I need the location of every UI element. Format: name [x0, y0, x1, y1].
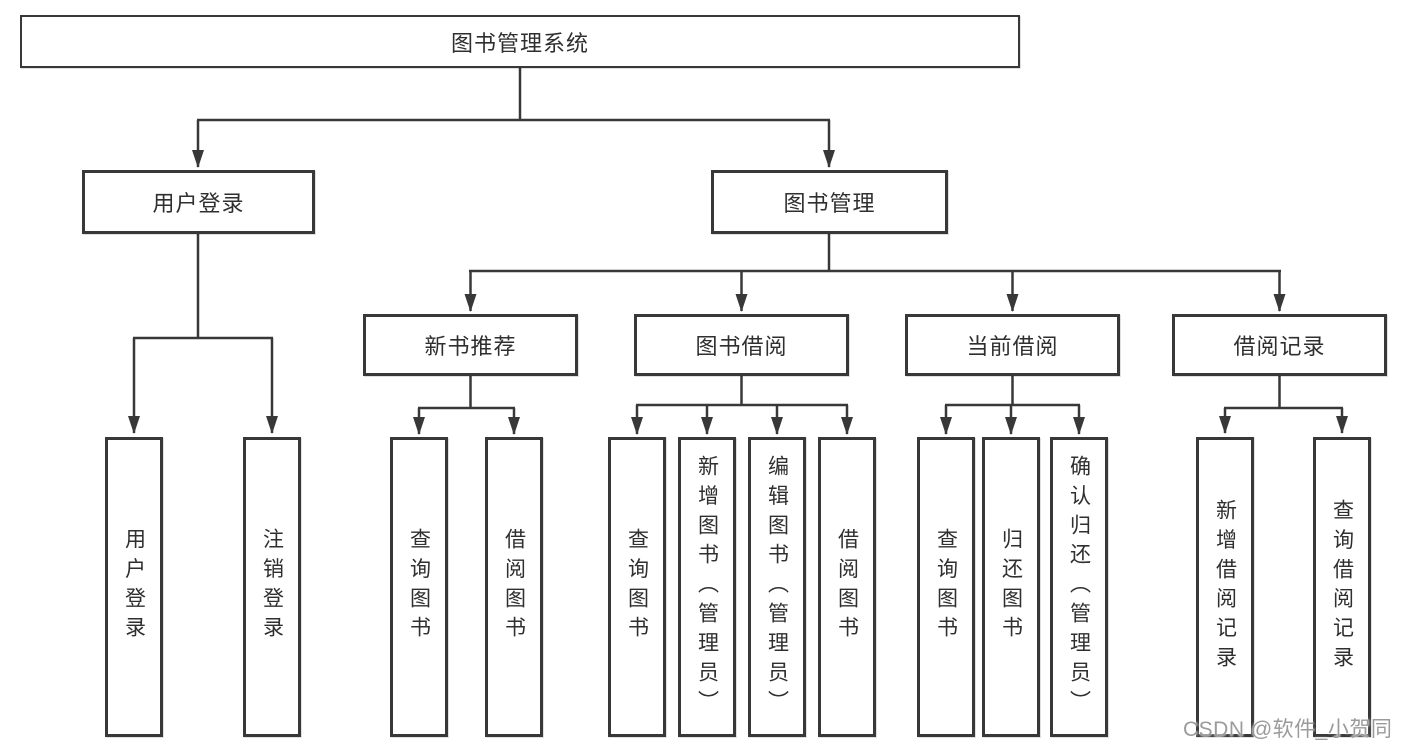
node-label: 图书管理系统 [450, 30, 589, 56]
node-borrowing-records: 借阅记录 [1172, 314, 1387, 376]
leaf-search-borrow-record: 查询借阅记录 [1313, 437, 1371, 737]
csdn-watermark: CSDN @软件_小贺同学 [1183, 718, 1393, 741]
leaf-label: 查询图书 [934, 528, 958, 646]
node-label: 用户登录 [152, 191, 245, 216]
leaf-confirm-return-admin: 确认归还（管理员） [1050, 437, 1108, 737]
leaf-label: 查询借阅记录 [1330, 498, 1354, 676]
node-label: 新书推荐 [424, 334, 517, 359]
node-library-management-system: 图书管理系统 [20, 15, 1020, 68]
leaf-add-books-admin: 新增图书（管理员） [678, 437, 736, 737]
leaf-user-login: 用户登录 [105, 437, 163, 737]
node-label: 图书管理 [783, 191, 876, 216]
leaf-search-books-current: 查询图书 [917, 437, 975, 737]
leaf-label: 确认归还（管理员） [1067, 454, 1091, 720]
leaf-label: 新增借阅记录 [1213, 498, 1237, 676]
leaf-label: 借阅图书 [835, 528, 859, 646]
leaf-search-books-recommend: 查询图书 [390, 437, 448, 737]
leaf-label: 查询图书 [625, 528, 649, 646]
leaf-label: 编辑图书（管理员） [765, 454, 789, 720]
leaf-borrow-books: 借阅图书 [818, 437, 876, 737]
node-label: 借阅记录 [1233, 334, 1326, 359]
node-label: 当前借阅 [966, 334, 1059, 359]
node-book-management: 图书管理 [711, 170, 948, 234]
leaf-label: 注销登录 [260, 528, 284, 646]
leaf-label: 借阅图书 [502, 528, 526, 646]
node-user-login: 用户登录 [82, 170, 315, 234]
leaf-add-borrow-record: 新增借阅记录 [1196, 437, 1254, 737]
leaf-return-books: 归还图书 [982, 437, 1040, 737]
leaf-label: 归还图书 [999, 528, 1023, 646]
leaf-search-books-borrow: 查询图书 [608, 437, 666, 737]
leaf-label: 查询图书 [407, 528, 431, 646]
node-label: 图书借阅 [695, 334, 788, 359]
leaf-label: 用户登录 [122, 528, 146, 646]
leaf-logout-login: 注销登录 [243, 437, 301, 737]
node-new-book-recommendation: 新书推荐 [363, 314, 578, 376]
leaf-label: 新增图书（管理员） [695, 454, 719, 720]
leaf-borrow-books-recommend: 借阅图书 [485, 437, 543, 737]
leaf-edit-books-admin: 编辑图书（管理员） [748, 437, 806, 737]
node-current-borrowing: 当前借阅 [905, 314, 1120, 376]
node-book-borrowing: 图书借阅 [634, 314, 849, 376]
